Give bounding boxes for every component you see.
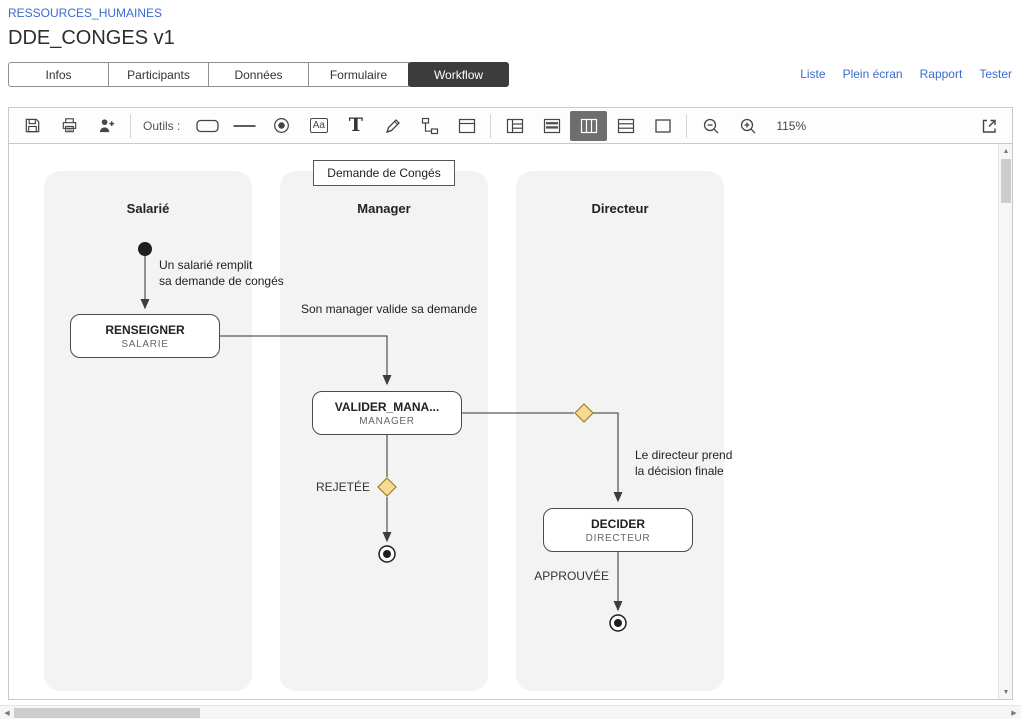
end-event-rejetee <box>378 545 396 563</box>
columns-layout-tool-button[interactable] <box>570 110 608 141</box>
rapport-link[interactable]: Rapport <box>919 67 963 81</box>
lane-icon <box>458 118 475 133</box>
table-layout-tool-button[interactable] <box>496 111 533 141</box>
annotation-salarie[interactable]: Un salarié remplit sa demande de congés <box>159 258 284 288</box>
label-tool-button[interactable]: Aa <box>300 111 337 141</box>
rows-layout-icon <box>543 118 560 133</box>
workflow-canvas[interactable]: Salarié Manager Directeur Demande de Con… <box>9 144 1012 699</box>
transition-label-rejetee[interactable]: REJETÉE <box>315 480 370 494</box>
gateway-rejetee-diamond <box>377 477 397 497</box>
tab-infos[interactable]: Infos <box>8 62 109 87</box>
tester-link[interactable]: Tester <box>979 67 1012 81</box>
lane-salarie[interactable]: Salarié <box>44 171 252 691</box>
save-button[interactable] <box>14 111 51 141</box>
gateway-directeur-diamond <box>574 403 594 423</box>
process-title-box[interactable]: Demande de Congés <box>313 160 455 186</box>
task-name: DECIDER <box>590 516 645 531</box>
breadcrumb[interactable]: RESSOURCES_HUMAINES <box>8 6 163 20</box>
toolbar-separator <box>130 113 131 138</box>
annotation-manager[interactable]: Son manager valide sa demande <box>301 302 478 316</box>
columns-layout-icon <box>580 118 597 133</box>
print-button[interactable] <box>51 111 88 141</box>
task-renseigner[interactable]: RENSEIGNER SALARIE <box>70 314 220 358</box>
print-icon <box>62 118 77 133</box>
pen-lasso-icon <box>385 118 400 133</box>
vertical-scrollbar[interactable]: ▲ ▼ <box>998 144 1012 699</box>
end-event-approuvee <box>609 614 627 632</box>
task-name: VALIDER_MANA... <box>334 399 440 414</box>
hierarchy-icon <box>421 117 438 134</box>
line-tool-icon <box>233 124 256 127</box>
radio-tool-button[interactable] <box>263 111 300 141</box>
rectangle-tool-button[interactable] <box>189 111 226 141</box>
task-role: SALARIE <box>121 338 169 350</box>
toolbar-separator <box>686 113 688 138</box>
zoom-in-icon <box>740 118 756 133</box>
scroll-left-arrow[interactable]: ◀ <box>4 710 10 717</box>
zoom-out-button[interactable] <box>692 111 729 141</box>
task-role: DIRECTEUR <box>585 532 651 544</box>
scroll-down-arrow[interactable]: ▼ <box>1002 688 1010 696</box>
task-decider[interactable]: DECIDER DIRECTEUR <box>543 508 693 552</box>
transition-label-approuvee[interactable]: APPROUVÉE <box>534 569 609 583</box>
fullscreen-icon <box>982 119 996 133</box>
task-name: RENSEIGNER <box>105 322 185 337</box>
tools-label: Outils : <box>143 118 181 133</box>
lane-label: Salarié <box>126 201 170 216</box>
label-tool-icon: Aa <box>309 118 328 133</box>
text-tool-icon: T <box>348 114 363 136</box>
radio-tool-icon <box>274 118 290 133</box>
rectangle-tool-icon <box>196 119 219 132</box>
scroll-right-arrow[interactable]: ▶ <box>1011 710 1017 717</box>
horizontal-scrollbar[interactable]: ◀ ▶ <box>0 705 1021 719</box>
tab-formulaire[interactable]: Formulaire <box>308 62 409 87</box>
zoom-in-button[interactable] <box>729 111 766 141</box>
list-layout-icon <box>617 118 634 133</box>
lane-tool-button[interactable] <box>448 111 485 141</box>
add-user-icon <box>99 119 115 133</box>
horizontal-scroll-thumb[interactable] <box>14 708 200 718</box>
table-layout-icon <box>506 118 523 133</box>
scroll-up-arrow[interactable]: ▲ <box>1002 147 1010 155</box>
workflow-editor: Outils : Aa T <box>8 107 1013 700</box>
zoom-level: 115% <box>776 118 807 133</box>
frame-tool-button[interactable] <box>644 111 681 141</box>
task-role: MANAGER <box>359 415 415 427</box>
vertical-scroll-thumb[interactable] <box>1001 159 1011 203</box>
line-tool-button[interactable] <box>226 111 263 141</box>
flow-gateway-to-decider <box>593 412 623 503</box>
start-event <box>138 242 152 256</box>
fullscreen-button[interactable] <box>970 111 1007 141</box>
editor-toolbar: Outils : Aa T <box>9 108 1012 144</box>
flow-renseigner-to-valider <box>220 335 392 386</box>
task-valider-manager[interactable]: VALIDER_MANA... MANAGER <box>312 391 462 435</box>
tab-donnees[interactable]: Données <box>208 62 309 87</box>
header-actions: Liste Plein écran Rapport Tester <box>800 67 1012 81</box>
plein-ecran-link[interactable]: Plein écran <box>842 67 903 81</box>
zoom-out-icon <box>703 118 719 133</box>
tab-bar: Infos Participants Données Formulaire Wo… <box>8 62 509 87</box>
frame-icon <box>655 118 671 133</box>
toolbar-separator <box>490 113 492 138</box>
workflow-connectors <box>138 242 627 632</box>
hierarchy-tool-button[interactable] <box>411 111 448 141</box>
rows-layout-tool-button[interactable] <box>533 111 570 141</box>
list-layout-tool-button[interactable] <box>607 111 644 141</box>
lane-label: Manager <box>357 201 411 216</box>
tab-participants[interactable]: Participants <box>108 62 209 87</box>
lane-label: Directeur <box>591 201 649 216</box>
text-tool-button[interactable]: T <box>337 111 374 141</box>
page-title: DDE_CONGES v1 <box>8 27 175 49</box>
add-participant-button[interactable] <box>88 111 125 141</box>
connector-tool-button[interactable] <box>374 111 411 141</box>
save-icon <box>25 118 40 133</box>
liste-link[interactable]: Liste <box>800 67 826 81</box>
annotation-directeur[interactable]: Le directeur prend la décision finale <box>635 448 733 478</box>
tab-workflow[interactable]: Workflow <box>408 62 509 87</box>
